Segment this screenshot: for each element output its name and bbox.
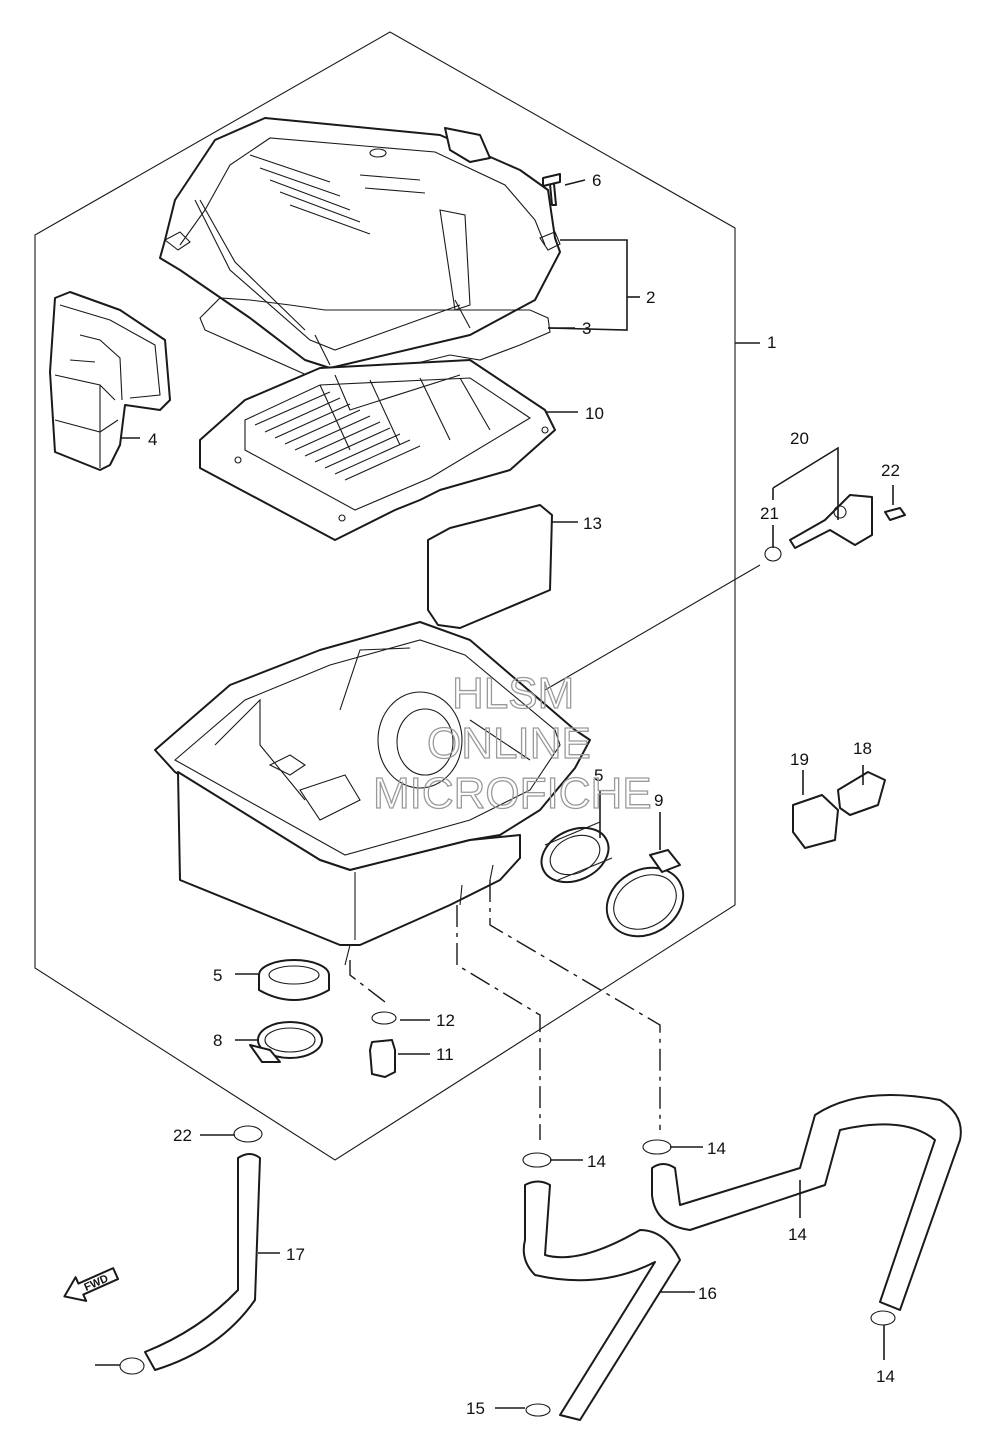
callout-1[interactable]: 1	[767, 333, 776, 352]
callout-16[interactable]: 18	[853, 739, 872, 758]
callout-21[interactable]: 17	[286, 1245, 305, 1264]
routing-line	[456, 905, 541, 1140]
connector-17	[792, 794, 839, 849]
callout-5-lower[interactable]: 5	[213, 966, 222, 985]
watermark-line-1: HLSM	[452, 669, 574, 718]
callout-18[interactable]: 20	[790, 429, 809, 448]
callout-7[interactable]: 9	[654, 791, 663, 810]
tube-clamp-upper	[605, 849, 685, 938]
callout-15[interactable]: 16	[698, 1284, 717, 1303]
outlet-tube-lower	[258, 959, 330, 1001]
air-cleaner-cover	[159, 117, 561, 369]
hose-clip	[525, 1403, 551, 1417]
callout-14-b[interactable]: 14	[707, 1139, 726, 1158]
callout-12[interactable]: 13	[583, 514, 602, 533]
outlet-tube-upper	[540, 821, 613, 884]
callout-3[interactable]: 3	[582, 319, 591, 338]
drain-clip	[371, 1011, 397, 1025]
watermark: HLSM ONLINE MICROFICHE	[372, 668, 652, 818]
forward-arrow: FWD	[63, 1267, 120, 1302]
callout-14-d[interactable]: 15	[466, 1399, 485, 1418]
callout-8[interactable]: 10	[585, 404, 604, 423]
callout-5-upper[interactable]: 5	[594, 766, 603, 785]
callout-22-upper[interactable]: 22	[173, 1126, 192, 1145]
callout-9[interactable]: 6	[592, 171, 601, 190]
intake-duct	[49, 291, 171, 471]
routing-line	[544, 564, 761, 691]
drain-cap	[369, 1039, 396, 1078]
routing-line	[489, 880, 661, 1130]
callout-4[interactable]: 4	[148, 430, 157, 449]
hose-clip	[522, 1152, 552, 1168]
callout-10[interactable]: 11	[436, 1045, 454, 1064]
hose-clip	[233, 1125, 263, 1143]
screw	[542, 173, 561, 206]
tube-clamp-lower	[249, 1021, 323, 1063]
leader-lines	[95, 179, 894, 1409]
air-filter-element	[199, 359, 556, 541]
air-cleaner-case	[154, 621, 591, 966]
callout-20[interactable]: 22	[881, 461, 900, 480]
foam-pad	[427, 504, 553, 629]
callout-11[interactable]: 12	[436, 1011, 455, 1030]
routing-line	[349, 960, 386, 1003]
breather-hose-21	[144, 1153, 261, 1371]
callout-13[interactable]: 14	[788, 1225, 807, 1244]
callout-6[interactable]: 8	[213, 1031, 222, 1050]
drain-hose-15	[522, 1180, 681, 1421]
drain-hose-13	[651, 1094, 962, 1311]
hose-clip	[642, 1139, 672, 1155]
watermark-line-3: MICROFICHE	[373, 769, 652, 818]
hose-clip	[119, 1357, 145, 1375]
intake-air-temp-sensor	[764, 494, 906, 562]
callout-14-c[interactable]: 14	[876, 1367, 895, 1386]
callout-2[interactable]: 2	[646, 288, 655, 307]
hose-clip	[870, 1310, 896, 1326]
callout-19[interactable]: 21	[760, 504, 779, 523]
callout-14-a[interactable]: 14	[587, 1152, 606, 1171]
callout-17[interactable]: 19	[790, 750, 809, 769]
fwd-label: FWD	[82, 1273, 110, 1294]
watermark-line-2: ONLINE	[427, 719, 591, 768]
assembly-outline	[34, 31, 736, 1161]
connector-16	[837, 771, 886, 816]
callout-numbers: 6 2 3 1 10 4 13 20 22 21 5 9 19 18 5 8 1…	[148, 171, 900, 1418]
